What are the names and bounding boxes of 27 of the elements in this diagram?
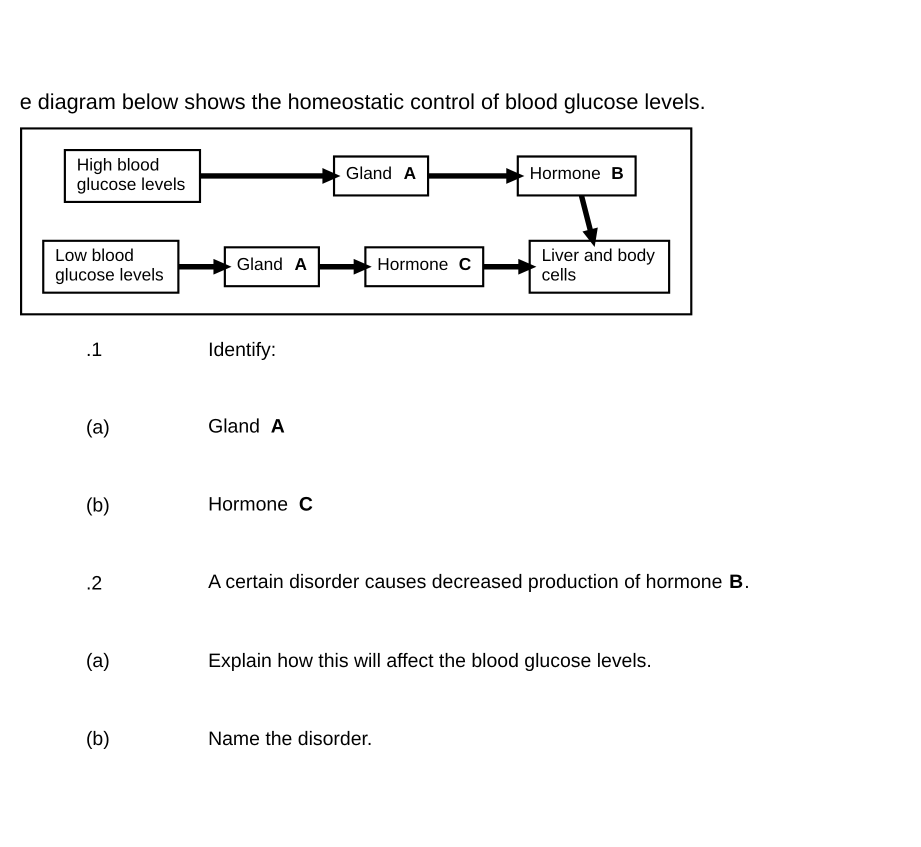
label: Explain how this will affect the blood glucose levels.: [208, 650, 652, 672]
label: Gland A: [208, 416, 285, 438]
arrow: [428, 168, 524, 184]
arrow: [483, 258, 536, 275]
label: (a): [86, 650, 110, 672]
diagram-title: e diagram below shows the homeostatic control of blood glucose levels.: [20, 88, 706, 114]
arrow: [178, 258, 232, 275]
node-box: Hormone B: [516, 155, 637, 196]
label: Hormone C: [208, 493, 313, 516]
label: (b): [86, 728, 110, 750]
label: .1: [86, 338, 102, 361]
label: A certain disorder causes decreased production of hormone B.: [208, 571, 750, 594]
node-box: Hormone C: [364, 246, 484, 288]
node-box: Gland A: [224, 246, 320, 288]
label: (b): [86, 494, 110, 516]
label: .2: [86, 572, 102, 594]
arrow: [578, 195, 598, 248]
cluster: [20, 127, 692, 316]
label: (a): [86, 416, 110, 439]
node-box: Liver and body cells: [528, 240, 670, 294]
node-box: Low blood glucose levels: [42, 240, 180, 294]
label: Identify:: [208, 338, 276, 361]
arrow: [200, 168, 341, 184]
node-box: High blood glucose levels: [64, 148, 202, 203]
node-box: Gland A: [332, 155, 430, 196]
arrow: [318, 258, 372, 275]
label: Name the disorder.: [208, 728, 372, 750]
